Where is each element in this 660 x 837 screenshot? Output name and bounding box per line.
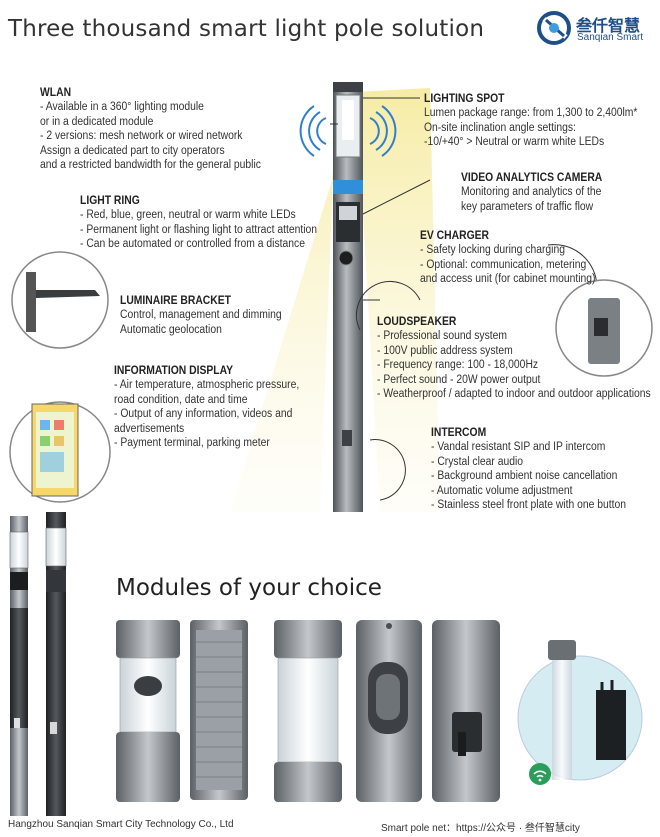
footer-company: Hangzhou Sanqian Smart City Technology C…	[8, 819, 234, 830]
feature-title: LOUDSPEAKER	[377, 316, 457, 328]
feature-line: - Red, blue, green, neutral or warm whit…	[80, 209, 296, 222]
logo-chinese-text: 叁仟智慧	[576, 16, 641, 35]
module-light-ring	[274, 620, 342, 802]
feature-line: - Background ambient noise cancellation	[431, 470, 618, 483]
feature-loudspeaker: LOUDSPEAKER - Professional sound system …	[377, 315, 651, 401]
feature-lighting-spot: LIGHTING SPOT Lumen package range: from …	[424, 92, 637, 150]
module-display	[356, 620, 422, 802]
feature-line: Control, management and dimming	[120, 309, 282, 322]
feature-line: Assign a dedicated part to city operator…	[40, 144, 225, 157]
feature-title: LIGHTING SPOT	[424, 93, 505, 105]
feature-line: - Air temperature, atmospheric pressure,	[114, 379, 300, 392]
wifi-waves-icon	[299, 105, 397, 157]
feature-intercom: INTERCOM - Vandal resistant SIP and IP i…	[431, 426, 626, 512]
feature-line: - Can be automated or controlled from a …	[80, 238, 305, 251]
feature-line: - Safety locking during charging	[420, 244, 565, 257]
top-lighting-module	[335, 94, 361, 158]
feature-title: EV CHARGER	[420, 230, 490, 242]
brand-logo: 叁仟智慧 Sanqian Smart	[536, 10, 656, 46]
module-detail-circle	[517, 640, 643, 781]
feature-line: - Frequency range: 100 - 18,000Hz	[377, 359, 539, 372]
feature-line: advertisements	[114, 422, 185, 435]
feature-title: INTERCOM	[431, 427, 487, 439]
feature-line: Automatic geolocation	[120, 323, 222, 336]
logo-english-text: Sanqian Smart	[577, 32, 644, 43]
feature-title: INFORMATION DISPLAY	[114, 365, 234, 377]
light-beam-right	[356, 88, 440, 512]
feature-title: LUMINAIRE BRACKET	[120, 295, 231, 307]
pole-body	[333, 82, 363, 512]
bracket-detail-circle	[11, 251, 109, 349]
feature-line: - Weatherproof / adapted to indoor and o…	[377, 388, 651, 401]
intercom-plate	[342, 430, 352, 446]
feature-title: WLAN	[40, 87, 72, 99]
feature-information-display: INFORMATION DISPLAY - Air temperature, a…	[114, 364, 299, 450]
feature-line: and access unit (for cabinet mounting)	[420, 273, 596, 286]
feature-luminaire-bracket: LUMINAIRE BRACKET Control, management an…	[120, 294, 282, 337]
display-detail-circle	[9, 401, 111, 503]
feature-line: - 100V public address system	[377, 344, 513, 357]
feature-line: - Perfect sound - 20W power output	[377, 373, 541, 386]
wifi-badge-icon	[529, 763, 551, 785]
full-pole-2	[45, 512, 67, 816]
modules-title: Modules of your choice	[116, 575, 382, 601]
feature-line: - Stainless steel front plate with one b…	[431, 499, 627, 512]
feature-line: - Vandal resistant SIP and IP intercom	[431, 441, 606, 454]
feature-title: LIGHT RING	[80, 195, 140, 207]
feature-line: - Available in a 360° lighting module	[40, 101, 204, 114]
feature-line: and a restricted bandwidth for the gener…	[40, 159, 261, 172]
feature-line: - Crystal clear audio	[431, 455, 524, 468]
feature-line: On-site inclination angle settings:	[424, 121, 576, 134]
page-title: Three thousand smart light pole solution	[8, 16, 485, 42]
modules-illustration	[9, 512, 643, 816]
feature-title: VIDEO ANALYTICS CAMERA	[461, 172, 603, 184]
full-pole-1	[9, 516, 29, 816]
feature-line: - Optional: communication, metering	[420, 258, 587, 271]
light-ring	[333, 180, 363, 194]
feature-line: Monitoring and analytics of the	[461, 186, 602, 199]
module-speaker	[190, 620, 248, 800]
feature-line: - Output of any information, videos and	[114, 408, 293, 421]
camera-module	[336, 202, 360, 242]
feature-line: - Professional sound system	[377, 330, 508, 343]
feature-line: key parameters of traffic flow	[461, 200, 594, 213]
feature-ev-charger: EV CHARGER - Safety locking during charg…	[420, 229, 595, 287]
footer-website[interactable]: Smart pole net：https://公众号 · 叁仟智慧city	[381, 823, 580, 834]
feature-wlan: WLAN - Available in a 360° lighting modu…	[40, 86, 261, 172]
feature-line: - 2 versions: mesh network or wired netw…	[40, 130, 243, 143]
feature-line: Lumen package range: from 1,300 to 2,400…	[424, 107, 638, 120]
module-ev-charger	[432, 620, 500, 802]
module-camera	[116, 620, 180, 802]
feature-line: road condition, date and time	[114, 393, 248, 406]
logo-icon	[537, 11, 571, 45]
feature-line: - Payment terminal, parking meter	[114, 437, 270, 450]
feature-line: - Permanent light or flashing light to a…	[80, 223, 318, 236]
feature-line: -10/+40° > Neutral or warm white LEDs	[424, 136, 605, 149]
feature-line: or in a dedicated module	[40, 115, 154, 128]
feature-video-analytics: VIDEO ANALYTICS CAMERA Monitoring and an…	[461, 171, 602, 214]
feature-light-ring: LIGHT RING - Red, blue, green, neutral o…	[80, 194, 317, 252]
feature-line: - Automatic volume adjustment	[431, 484, 573, 497]
